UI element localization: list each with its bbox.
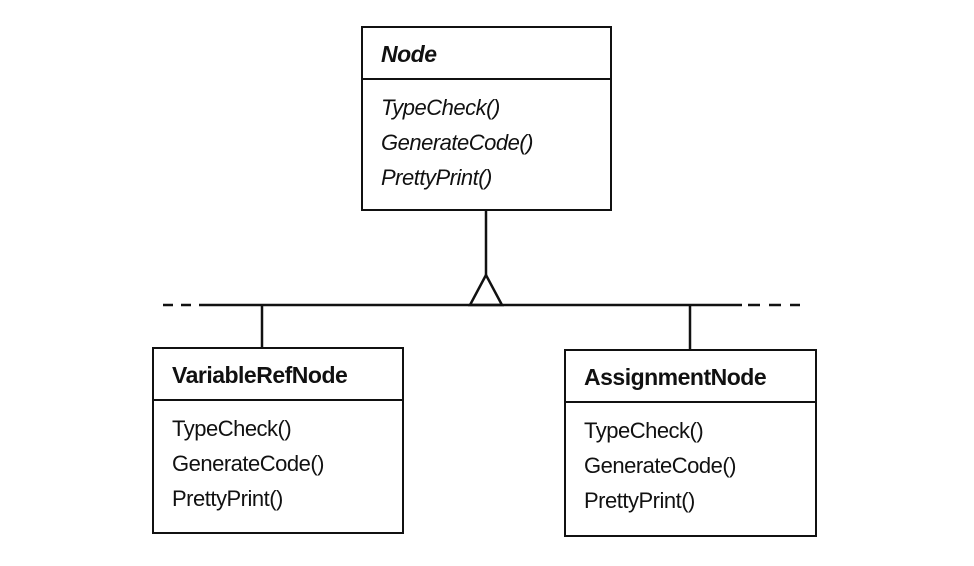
variable-ref-node-op-generatecode: GenerateCode()	[172, 451, 324, 476]
variable-ref-node-op-typecheck: TypeCheck()	[172, 416, 292, 441]
assignment-node-operations: TypeCheck() GenerateCode() PrettyPrint()	[566, 403, 815, 518]
assignment-node-op-typecheck: TypeCheck()	[584, 418, 704, 443]
node-op-generatecode: GenerateCode()	[381, 130, 533, 155]
node-operations: TypeCheck() GenerateCode() PrettyPrint()	[363, 80, 610, 195]
assignment-node-op-generatecode: GenerateCode()	[584, 453, 736, 478]
variable-ref-node-class-box: VariableRefNode TypeCheck() GenerateCode…	[152, 347, 404, 534]
variable-ref-node-class-name: VariableRefNode	[154, 349, 402, 401]
variable-ref-node-op-prettyprint: PrettyPrint()	[172, 486, 283, 511]
node-op-prettyprint: PrettyPrint()	[381, 165, 492, 190]
node-class-box: Node TypeCheck() GenerateCode() PrettyPr…	[361, 26, 612, 211]
node-class-name: Node	[363, 28, 610, 80]
assignment-node-op-prettyprint: PrettyPrint()	[584, 488, 695, 513]
inheritance-triangle	[467, 272, 505, 307]
variable-ref-node-operations: TypeCheck() GenerateCode() PrettyPrint()	[154, 401, 402, 516]
assignment-node-class-box: AssignmentNode TypeCheck() GenerateCode(…	[564, 349, 817, 537]
node-op-typecheck: TypeCheck()	[381, 95, 500, 120]
assignment-node-class-name: AssignmentNode	[566, 351, 815, 403]
